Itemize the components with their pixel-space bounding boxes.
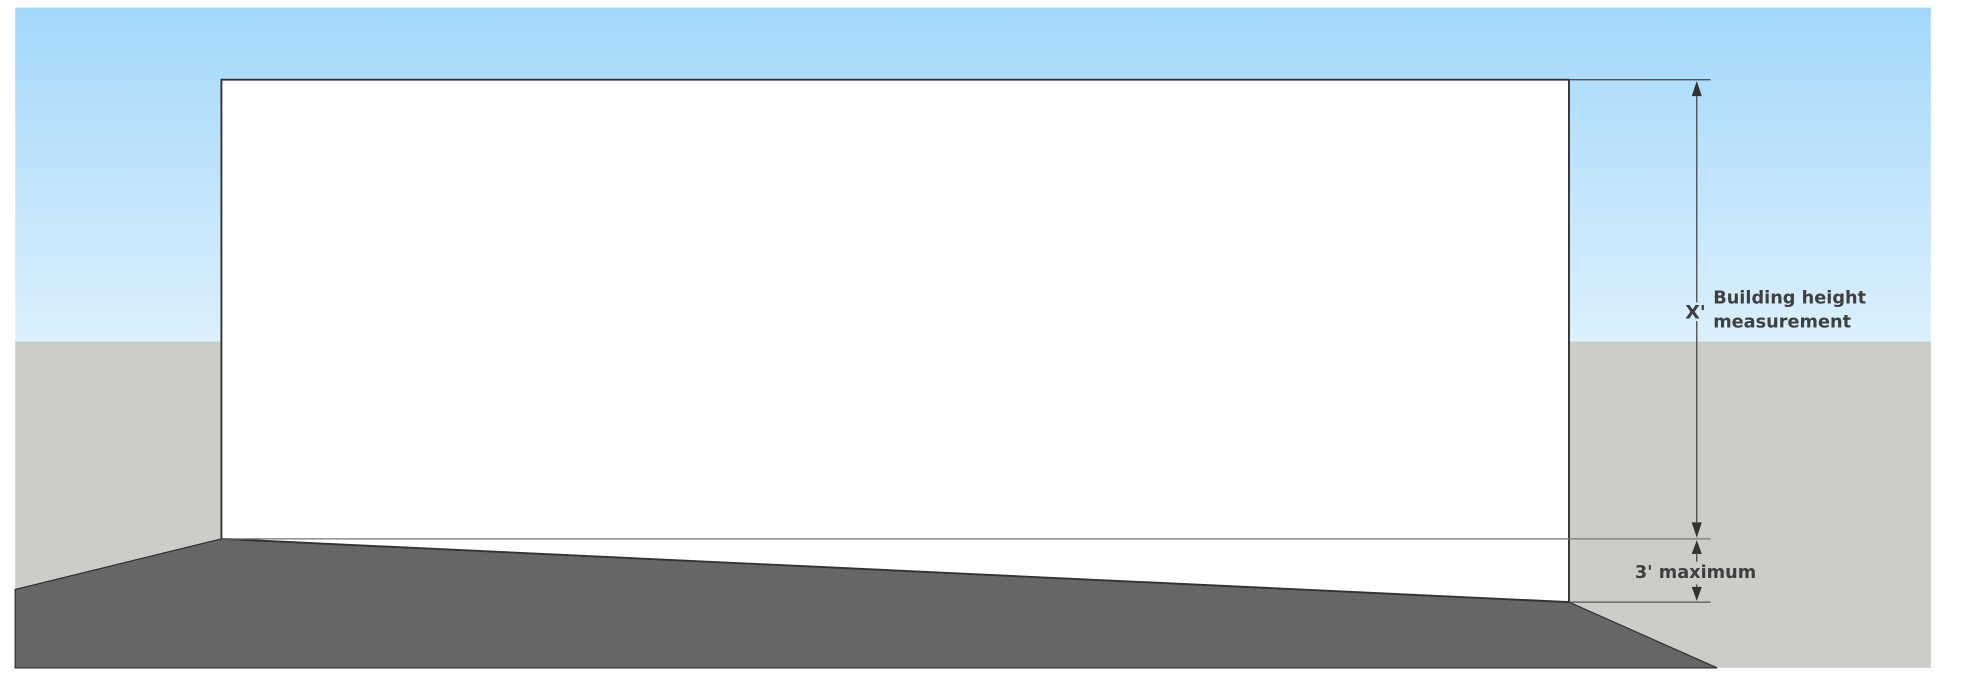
foreground-ground xyxy=(14,538,1718,669)
arrow-down-icon xyxy=(1691,586,1702,601)
arrow-up-icon xyxy=(1691,80,1702,97)
building-wall xyxy=(220,78,1570,604)
height-symbol: X' xyxy=(1685,302,1705,324)
arrow-down-icon xyxy=(1691,522,1702,538)
height-label-line2: measurement xyxy=(1713,313,1851,333)
height-label-line1: Building height xyxy=(1713,289,1866,309)
grade-label: 3' maximum xyxy=(1635,563,1756,583)
arrow-up-icon xyxy=(1691,540,1702,555)
